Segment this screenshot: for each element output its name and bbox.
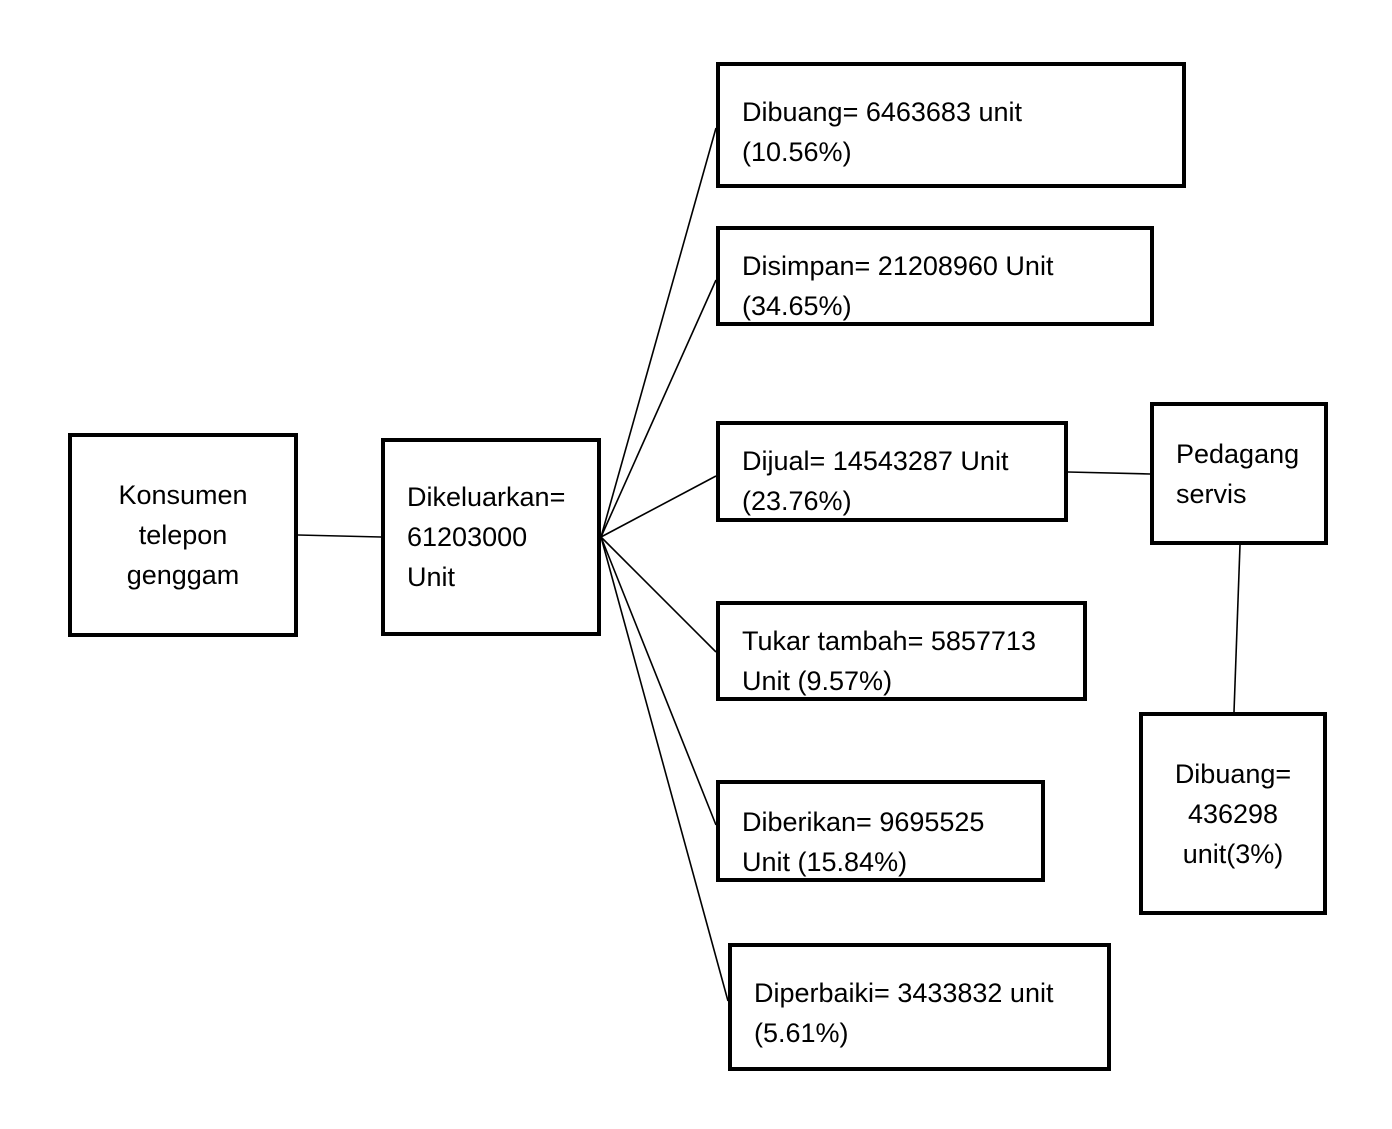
edge-dikeluarkan-dibuang <box>600 127 717 538</box>
node-dikeluarkan: Dikeluarkan= 61203000 Unit <box>381 438 601 636</box>
node-disimpan: Disimpan= 21208960 Unit (34.65%) <box>716 226 1154 326</box>
node-tukar-tambah-label: Tukar tambah= 5857713 Unit (9.57%) <box>742 626 1036 696</box>
edge-dikeluarkan-diberikan <box>600 536 717 826</box>
edge-dijual-pedagang <box>1067 471 1151 475</box>
node-dibuang-label: Dibuang= 6463683 unit (10.56%) <box>742 97 1022 167</box>
node-konsumen-label: Konsumen telepon genggam <box>118 480 248 590</box>
node-konsumen-telepon-genggam: Konsumen telepon genggam <box>68 433 298 637</box>
node-disimpan-label: Disimpan= 21208960 Unit (34.65%) <box>742 251 1054 321</box>
node-dijual: Dijual= 14543287 Unit (23.76%) <box>716 421 1068 522</box>
node-dikeluarkan-label: Dikeluarkan= 61203000 Unit <box>407 482 566 592</box>
edge-dikeluarkan-disimpan <box>600 279 717 538</box>
node-dibuang: Dibuang= 6463683 unit (10.56%) <box>716 62 1186 188</box>
edge-konsumen-dikeluarkan <box>297 534 382 538</box>
node-diperbaiki: Diperbaiki= 3433832 unit (5.61%) <box>728 943 1111 1071</box>
edge-dikeluarkan-dijual <box>600 475 717 538</box>
node-dibuang-servis-label: Dibuang= 436298 unit(3%) <box>1174 758 1292 869</box>
node-dibuang-servis: Dibuang= 436298 unit(3%) <box>1139 712 1327 915</box>
node-diberikan-label: Diberikan= 9695525 Unit (15.84%) <box>742 807 985 877</box>
edge-dikeluarkan-diperbaiki <box>600 536 729 1002</box>
node-diberikan: Diberikan= 9695525 Unit (15.84%) <box>716 780 1045 882</box>
node-diperbaiki-label: Diperbaiki= 3433832 unit (5.61%) <box>754 978 1054 1048</box>
node-dijual-label: Dijual= 14543287 Unit (23.76%) <box>742 446 1009 516</box>
edge-pedagang-dibuang2 <box>1233 544 1241 713</box>
node-pedagang-servis: Pedagang servis <box>1150 402 1328 545</box>
node-tukar-tambah: Tukar tambah= 5857713 Unit (9.57%) <box>716 601 1087 701</box>
node-pedagang-servis-label: Pedagang servis <box>1176 438 1300 509</box>
edge-dikeluarkan-tukar <box>600 536 717 653</box>
